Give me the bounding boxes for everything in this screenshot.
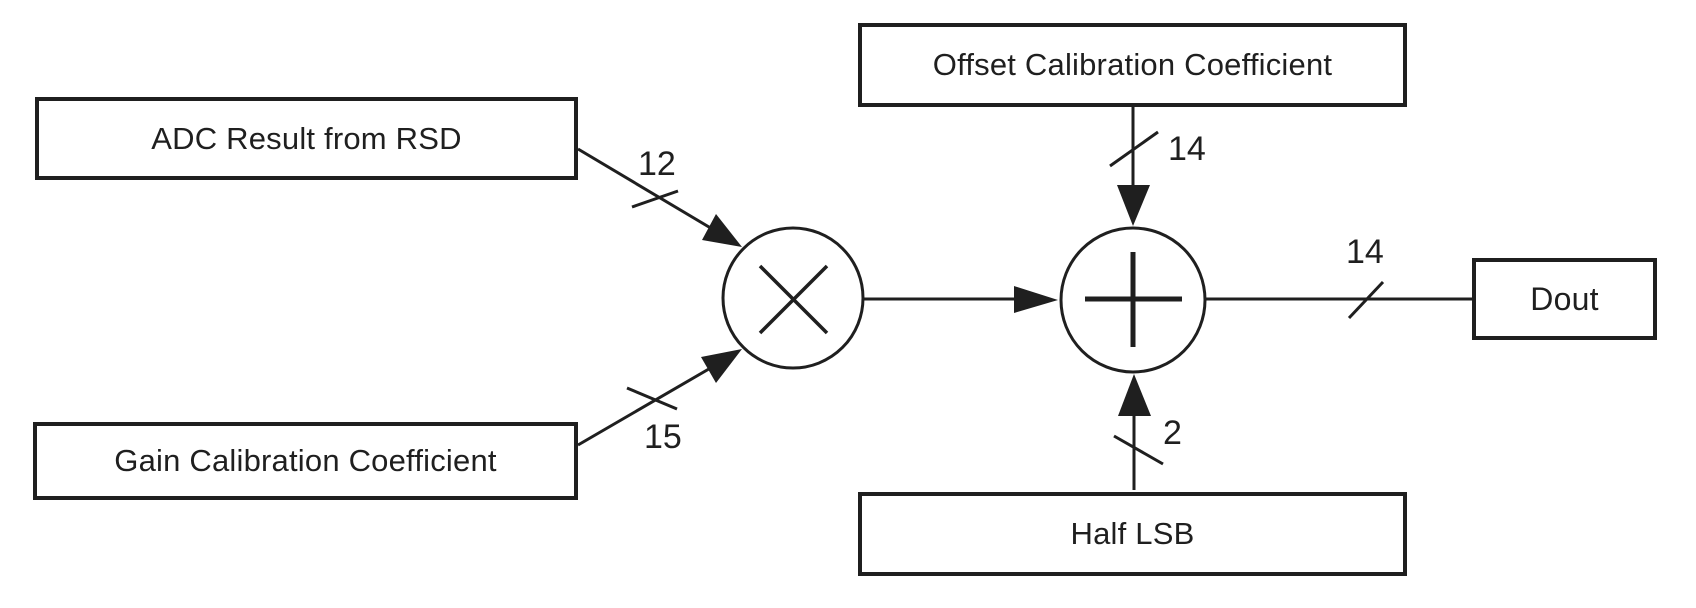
adder-node [1059,226,1207,374]
bus-width-offset-to-adder: 14 [1168,130,1206,168]
bus-width-adder-to-dout: 14 [1346,233,1384,271]
block-adc-result: ADC Result from RSD [35,97,578,180]
wire-multiplier-to-adder [864,286,1058,313]
bus-slash-output [1347,280,1385,320]
wire-gain-to-multiplier [577,349,742,447]
arrowhead-into-adder-left [1014,286,1058,313]
block-half-lsb: Half LSB [858,492,1407,576]
block-offset-calibration-coefficient: Offset Calibration Coefficient [858,23,1407,107]
wire-half-lsb-to-adder [1113,374,1164,490]
arrowhead-into-adder-top [1117,185,1150,226]
arrowhead-into-multiplier-bottom [701,349,742,383]
block-dout: Dout [1472,258,1657,340]
block-offset-calibration-coefficient-label: Offset Calibration Coefficient [932,47,1333,82]
bus-width-adc-to-multiplier: 12 [638,145,676,183]
block-gain-calibration-coefficient-label: Gain Calibration Coefficient [114,443,497,478]
bus-width-half-lsb-to-adder: 2 [1163,414,1182,452]
arrowhead-into-adder-bottom [1118,374,1151,416]
bus-width-gain-to-multiplier: 15 [644,418,682,456]
bus-slash-gain [626,386,678,411]
bus-slash-adc [631,189,679,209]
bus-slash-half-lsb [1113,434,1164,466]
wire-adc-to-multiplier [577,147,742,247]
block-dout-label: Dout [1530,280,1599,317]
block-half-lsb-label: Half LSB [1070,516,1195,551]
block-adc-result-label: ADC Result from RSD [151,120,462,156]
bus-slash-offset [1109,130,1159,168]
wire-adder-to-dout [1205,280,1472,320]
multiplier-node [721,226,865,370]
block-gain-calibration-coefficient: Gain Calibration Coefficient [33,422,578,500]
wire-offset-to-adder [1109,107,1159,226]
multiply-symbol-icon [758,264,829,335]
arrowhead-into-multiplier-top [702,214,742,247]
plus-symbol-icon [1085,252,1182,347]
